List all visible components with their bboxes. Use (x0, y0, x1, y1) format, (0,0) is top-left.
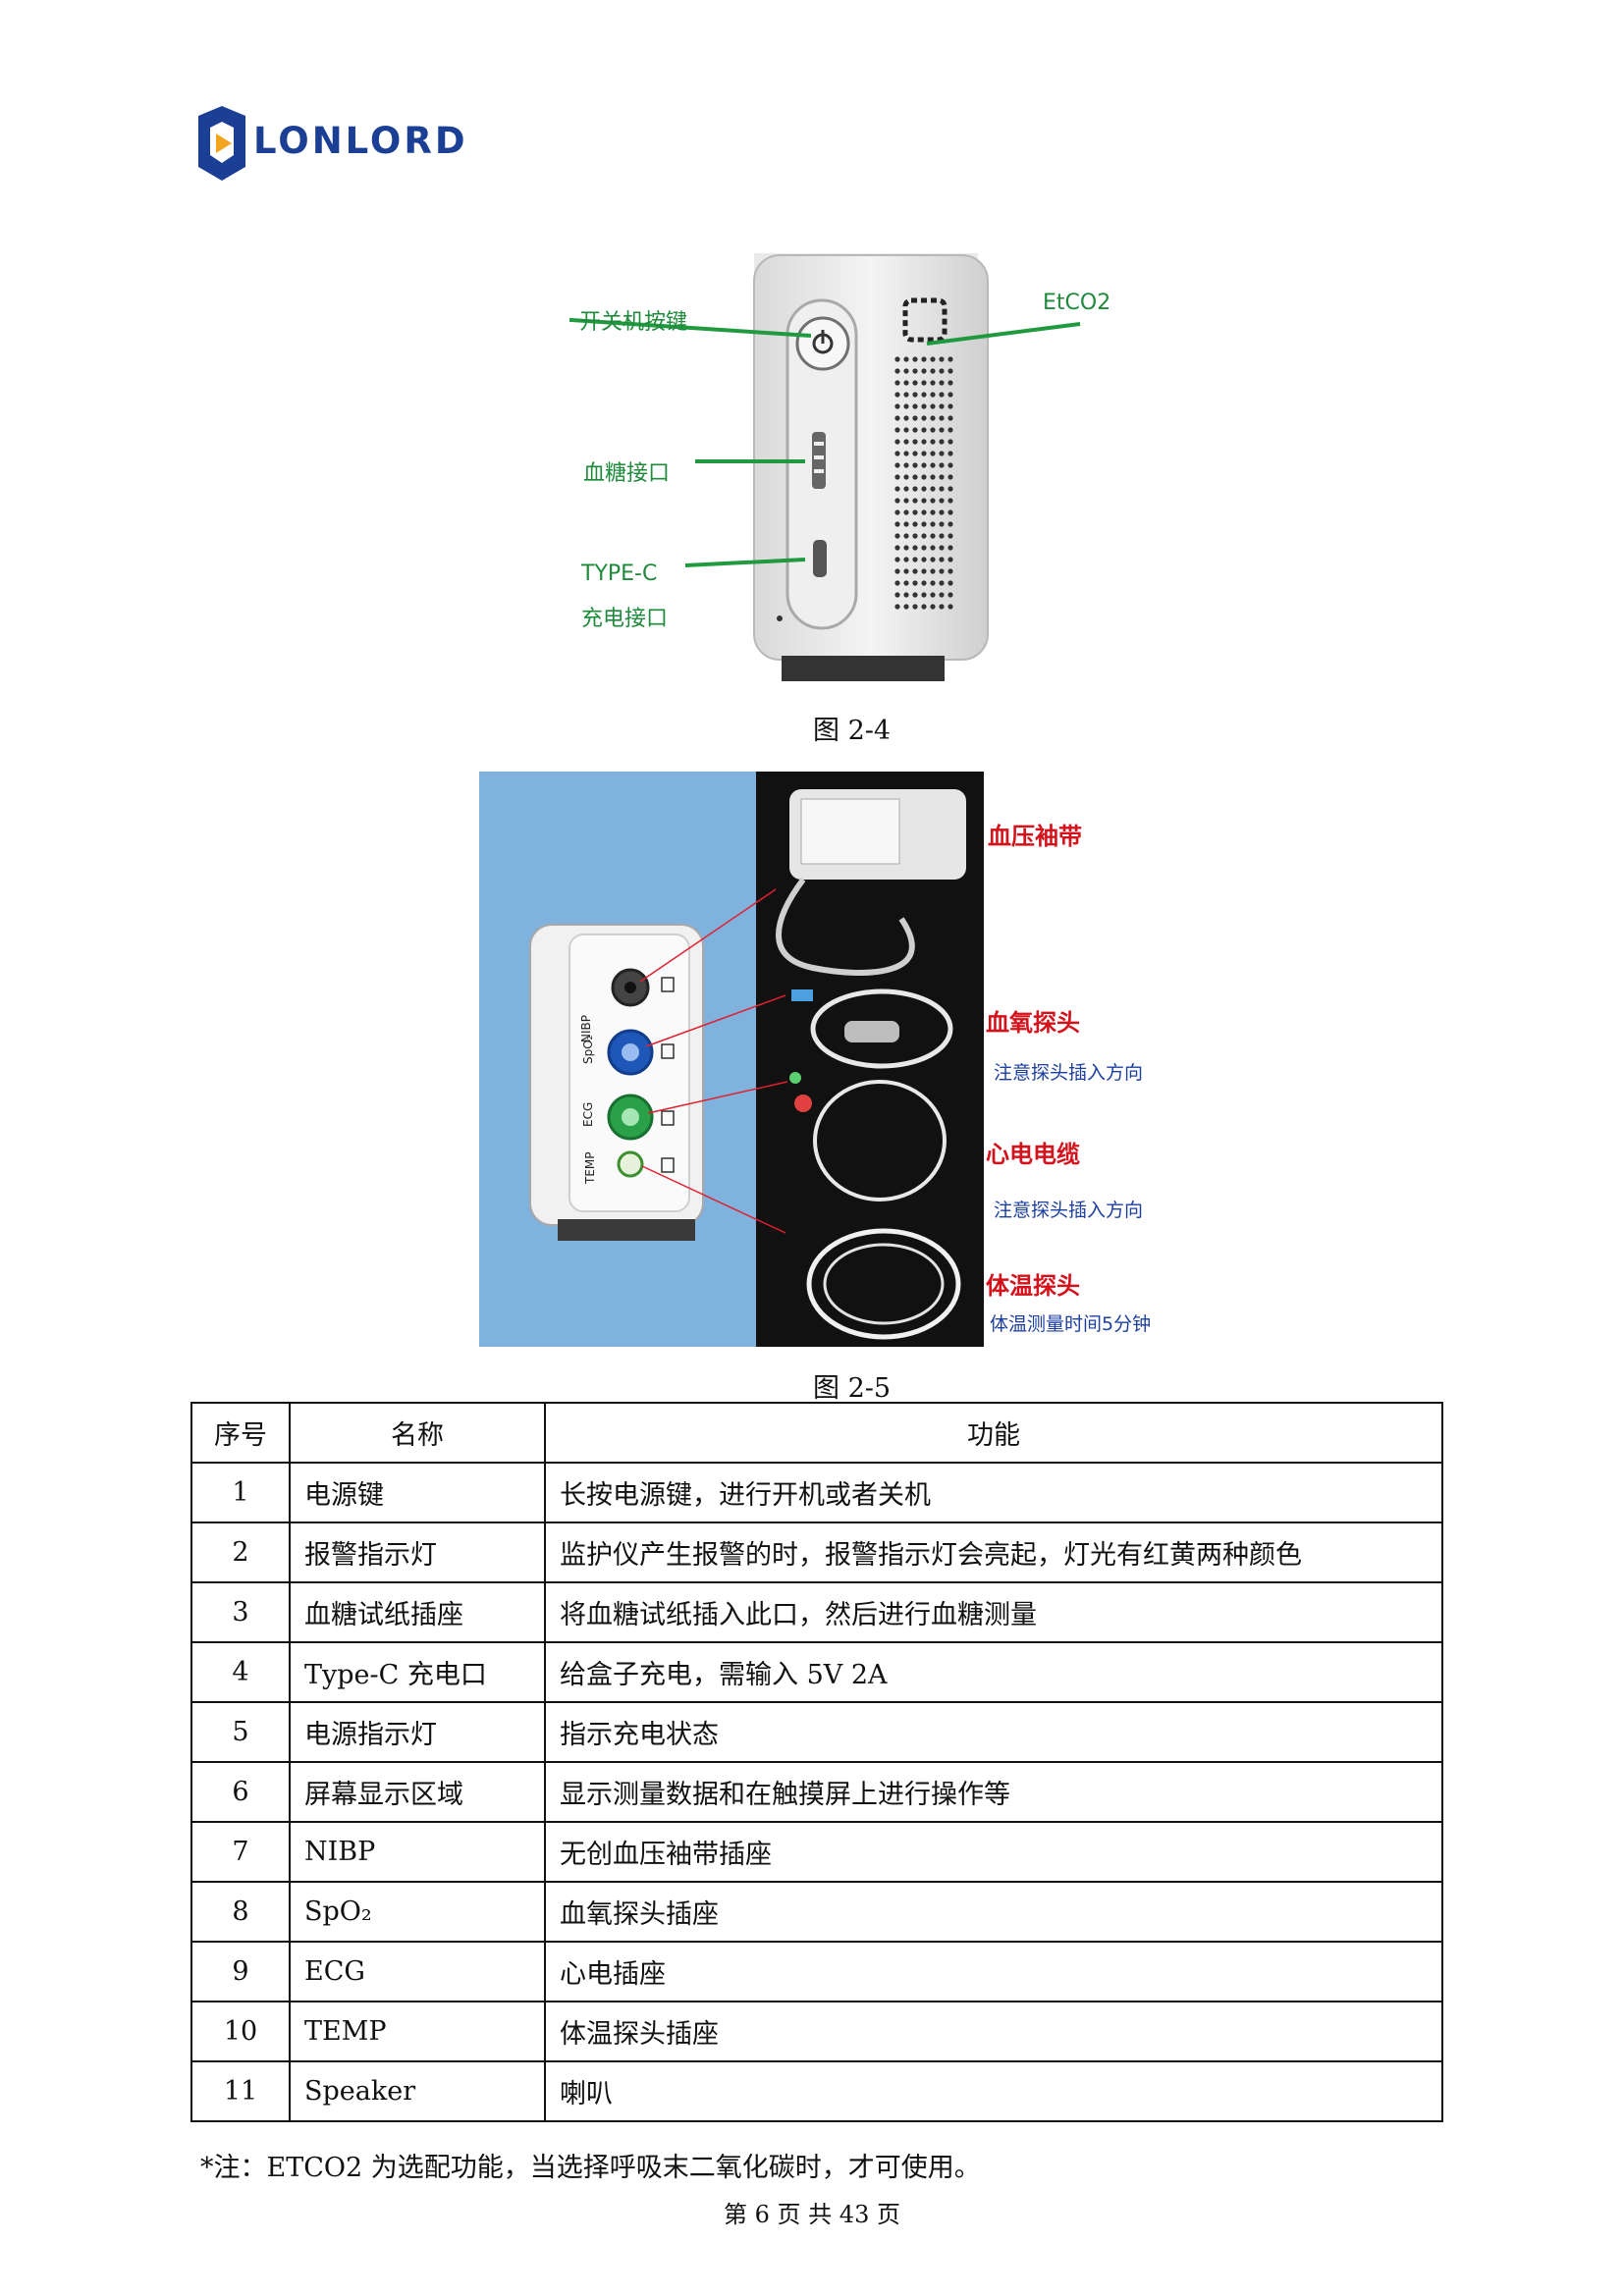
row-function: 给盒子充电，需输入 5V 2A (544, 1641, 1443, 1703)
row-name: 血糖试纸插座 (289, 1581, 546, 1643)
ecg-cable-label: 心电电缆 (986, 1141, 1080, 1168)
row-name: ECG (289, 1941, 546, 2002)
ecg-insert-note: 注意探头插入方向 (994, 1200, 1144, 1221)
row-name: 电源指示灯 (289, 1701, 546, 1763)
row-name: TEMP (289, 2001, 546, 2062)
row-name: Type-C 充电口 (289, 1641, 546, 1703)
ecg-port-label: ECG (581, 1101, 595, 1127)
header-function: 功能 (544, 1402, 1443, 1464)
row-function: 长按电源键，进行开机或者关机 (544, 1462, 1443, 1523)
page-footer: 第 6 页 共 43 页 (724, 2201, 900, 2228)
glucose-port-label: 血糖接口 (583, 461, 671, 486)
row-index: 3 (190, 1581, 291, 1643)
bp-cuff-label: 血压袖带 (988, 823, 1082, 850)
header-name: 名称 (289, 1402, 546, 1464)
spo2-insert-note: 注意探头插入方向 (994, 1062, 1144, 1084)
row-index: 11 (190, 2060, 291, 2122)
row-index: 4 (190, 1641, 291, 1703)
row-name: 报警指示灯 (289, 1522, 546, 1583)
row-name: 屏幕显示区域 (289, 1761, 546, 1823)
header-index: 序号 (190, 1402, 291, 1464)
row-index: 5 (190, 1701, 291, 1763)
speaker-grille-icon (894, 356, 953, 610)
temp-probe-label: 体温探头 (986, 1272, 1080, 1300)
row-function: 血氧探头插座 (544, 1881, 1443, 1943)
row-function: 无创血压袖带插座 (544, 1821, 1443, 1883)
temp-time-note: 体温测量时间5分钟 (990, 1313, 1152, 1335)
row-index: 2 (190, 1522, 291, 1583)
etco2-label: EtCO2 (1043, 291, 1111, 315)
row-index: 1 (190, 1462, 291, 1523)
row-index: 6 (190, 1761, 291, 1823)
row-index: 9 (190, 1941, 291, 2002)
row-name: 电源键 (289, 1462, 546, 1523)
row-index: 10 (190, 2001, 291, 2062)
lonlord-logo-icon (198, 106, 245, 181)
brand-name: LONLORD (253, 120, 468, 162)
typec-label-line2: 充电接口 (581, 607, 669, 631)
row-function: 心电插座 (544, 1941, 1443, 2002)
etco2-note: *注：ETCO2 为选配功能，当选择呼吸末二氧化碳时，才可使用。 (200, 2153, 981, 2183)
figure-2-5-caption: 图 2-5 (813, 1373, 892, 1404)
row-function: 显示测量数据和在触摸屏上进行操作等 (544, 1761, 1443, 1823)
figure-2-4-caption: 图 2-4 (813, 716, 892, 746)
table-header-row: 序号 名称 功能 (190, 1402, 1443, 1464)
row-function: 监护仪产生报警的时，报警指示灯会亮起，灯光有红黄两种颜色 (544, 1522, 1443, 1583)
spo2-port-label: SpO₂ (581, 1035, 595, 1065)
row-name: NIBP (289, 1821, 546, 1883)
row-function: 喇叭 (544, 2060, 1443, 2122)
accessories-figure (479, 772, 984, 1347)
row-index: 7 (190, 1821, 291, 1883)
device-side-figure (569, 253, 1081, 681)
typec-label-line1: TYPE-C (581, 561, 658, 586)
power-key-label: 开关机按键 (579, 310, 688, 335)
row-name: SpO₂ (289, 1881, 546, 1943)
row-function: 体温探头插座 (544, 2001, 1443, 2062)
spo2-probe-label: 血氧探头 (986, 1009, 1080, 1037)
temp-port-label: TEMP (583, 1151, 597, 1184)
row-name: Speaker (289, 2060, 546, 2122)
row-index: 8 (190, 1881, 291, 1943)
row-function: 将血糖试纸插入此口，然后进行血糖测量 (544, 1581, 1443, 1643)
row-function: 指示充电状态 (544, 1701, 1443, 1763)
